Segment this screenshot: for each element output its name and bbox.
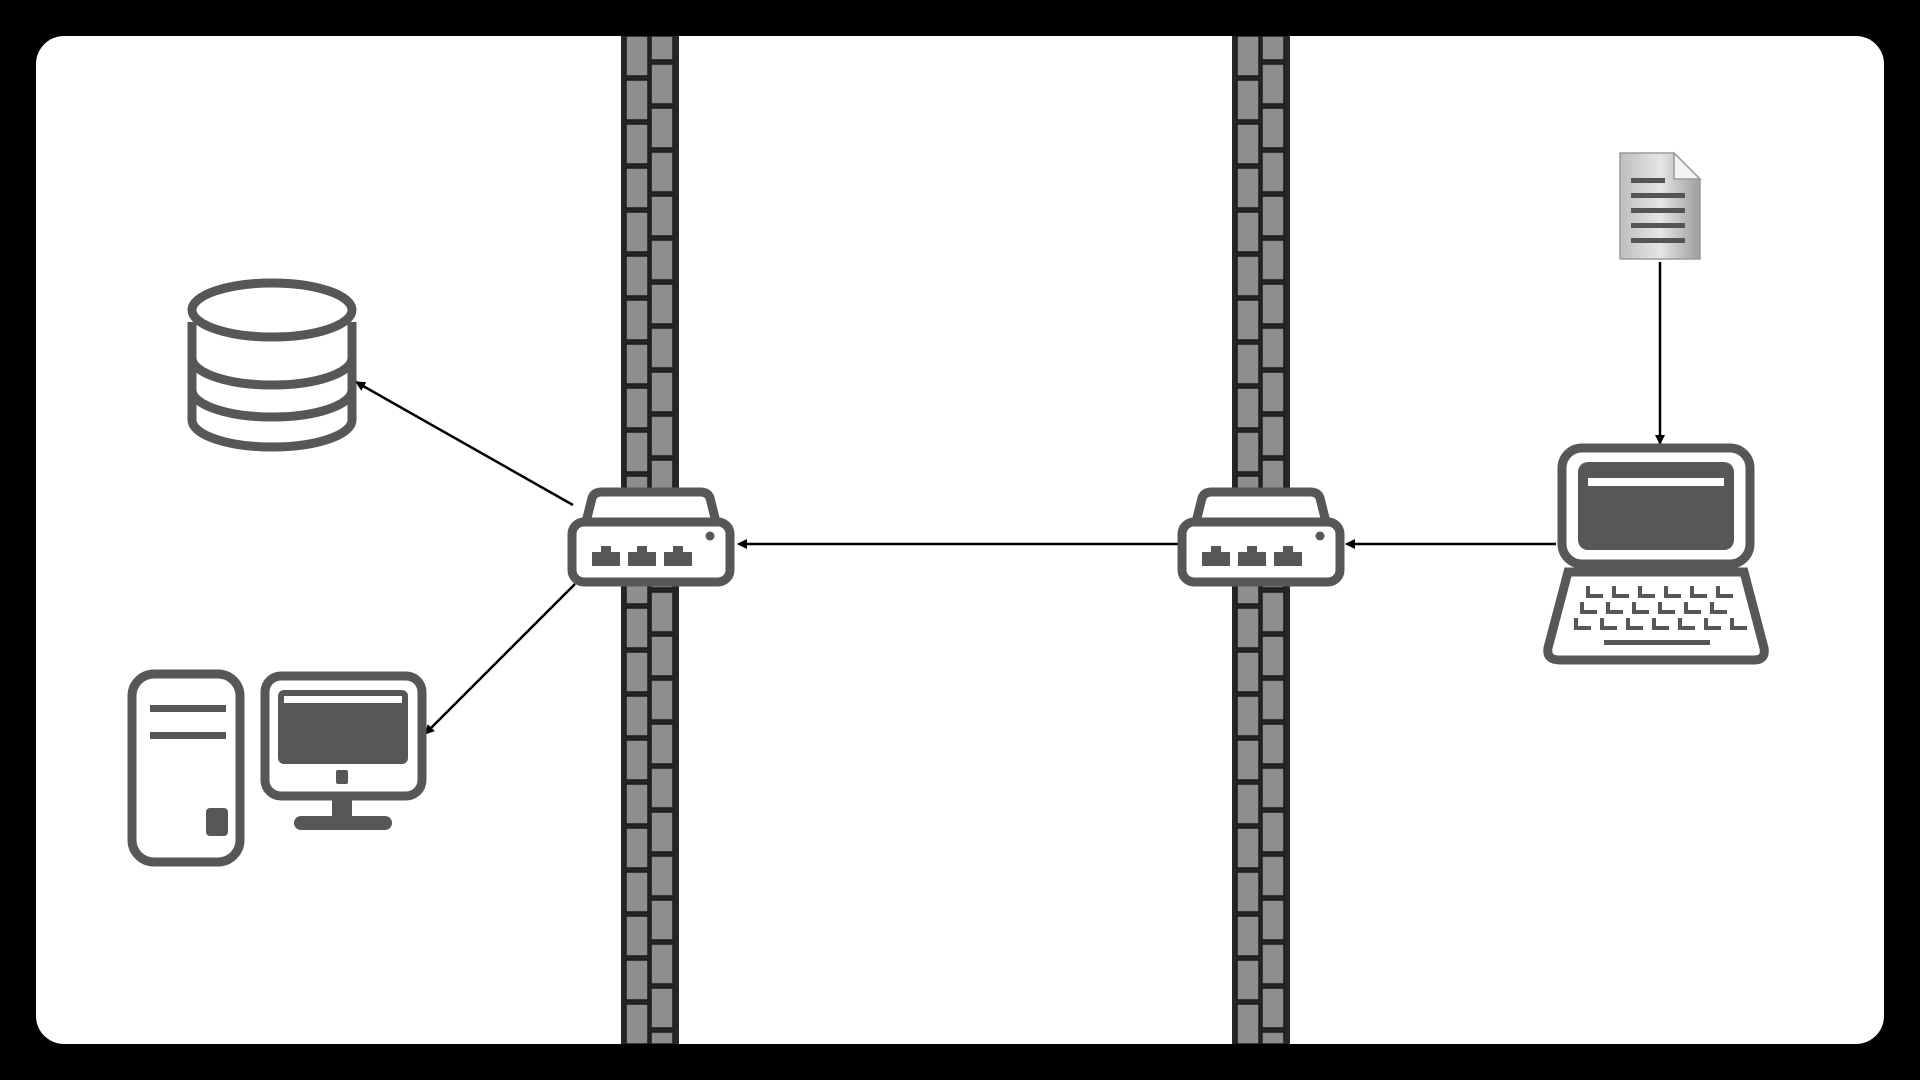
connectors <box>355 262 1665 735</box>
document-icon <box>1619 151 1702 260</box>
laptop-icon <box>1543 443 1769 665</box>
edge-router-left-to-workstation <box>424 583 576 735</box>
router-left-icon <box>567 487 735 587</box>
edge-router-left-to-database <box>355 380 574 507</box>
network-diagram <box>127 36 1769 1044</box>
keyboard-icon <box>1574 586 1747 645</box>
diagram-canvas <box>36 36 1884 1044</box>
database-icon <box>187 278 357 452</box>
desktop-computer-icon <box>127 669 427 867</box>
router-right-icon <box>1177 487 1345 587</box>
